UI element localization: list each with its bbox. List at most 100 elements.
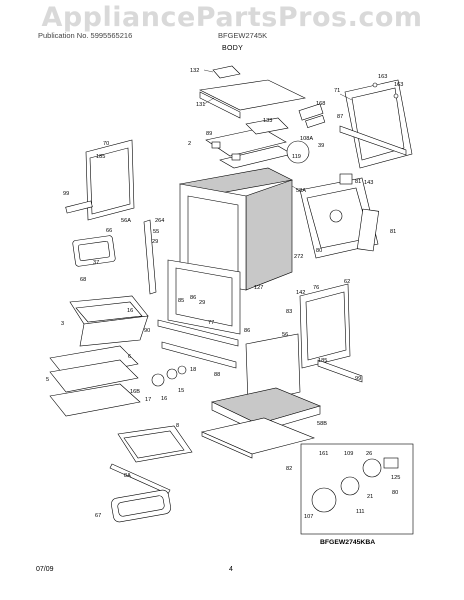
watermark: AppliancePartsPros.com (41, 2, 423, 33)
callout-264: 264 (155, 218, 164, 224)
callout-88: 88 (214, 372, 220, 378)
callout-21: 21 (367, 494, 373, 500)
door-frame (167, 259, 241, 335)
callout-80: 80 (392, 490, 398, 496)
right-lower-panel (299, 283, 351, 369)
callout-81: 81 (390, 229, 396, 235)
top-panel-assembly (199, 65, 306, 119)
callout-37: 37 (93, 260, 99, 266)
bottom-trim (157, 319, 239, 369)
oven-top-brackets (205, 117, 293, 169)
callout-163: 163 (394, 82, 403, 88)
fan-components (151, 365, 187, 387)
callout-16B: 16B (130, 389, 140, 395)
callout-127: 127 (254, 285, 263, 291)
callout-142: 142 (296, 290, 305, 296)
callout-5: 5 (46, 377, 49, 383)
callout-66: 66 (106, 228, 112, 234)
callout-163: 163 (378, 74, 387, 80)
callout-6: 6 (128, 354, 131, 360)
back-panel (339, 79, 413, 169)
rear-wall-panel (245, 333, 301, 405)
callout-76: 76 (313, 285, 319, 291)
callout-125: 125 (391, 475, 400, 481)
callout-8A: 8A (124, 473, 131, 479)
callout-87: 87 (337, 114, 343, 120)
callout-56A: 56A (121, 218, 131, 224)
callout-77: 77 (208, 320, 214, 326)
callout-71: 71 (334, 88, 340, 94)
footer-date: 07/09 (36, 566, 54, 573)
broiler-pan (69, 295, 149, 347)
callout-62: 62 (344, 279, 350, 285)
callout-168: 168 (316, 101, 325, 107)
circled-callout-119 (286, 140, 310, 164)
callout-85: 85 (178, 298, 184, 304)
callout-labels: 1321631631317116887133892108A39119185705… (46, 68, 403, 520)
callout-68: 68 (80, 277, 86, 283)
callout-132: 132 (190, 68, 199, 74)
callout-18: 18 (190, 367, 196, 373)
callout-272: 272 (294, 254, 303, 260)
callout-70: 70 (103, 141, 109, 147)
callout-2: 2 (188, 141, 191, 147)
callout-90: 90 (144, 328, 150, 334)
callout-29: 29 (152, 239, 158, 245)
callout-55: 55 (153, 229, 159, 235)
callout-26: 26 (366, 451, 372, 457)
callout-161: 161 (319, 451, 328, 457)
callout-3: 3 (61, 321, 64, 327)
callout-185: 185 (318, 358, 327, 364)
publication-number: Publication No. 5995565216 (38, 31, 133, 40)
model-number: BFGEW2745K (218, 31, 268, 40)
callout-58B: 58B (317, 421, 327, 427)
callout-58A: 58A (296, 188, 306, 194)
callout-29: 29 (199, 300, 205, 306)
callout-82: 82 (286, 466, 292, 472)
callout-108A: 108A (300, 136, 313, 142)
section-title: BODY (222, 45, 244, 52)
callout-99: 99 (63, 191, 69, 197)
bottom-tray (201, 417, 315, 459)
callout-131: 131 (196, 102, 205, 108)
callout-39: 39 (318, 143, 324, 149)
door-hinge-strip (109, 463, 171, 495)
callout-83: 83 (286, 309, 292, 315)
callout-185: 185 (96, 154, 105, 160)
callout-89: 89 (206, 131, 212, 137)
callout-111: 111 (356, 509, 365, 515)
door-glass (117, 425, 193, 463)
convection-fan-inset (300, 443, 414, 535)
right-side-panel (299, 173, 380, 259)
callout-81: 81 (355, 179, 361, 185)
rear-bracket (339, 125, 407, 156)
bottom-bracket (317, 359, 363, 383)
callout-80: 80 (316, 248, 322, 254)
callout-133: 133 (263, 118, 272, 124)
callout-15: 15 (178, 388, 184, 394)
bake-element (72, 235, 116, 267)
callout-16: 16 (161, 396, 167, 402)
reference-code: BFGEW2745KBA (320, 539, 375, 546)
callout-16: 16 (127, 308, 133, 314)
oven-cavity (179, 167, 303, 291)
left-side-panel (65, 139, 135, 221)
callout-67: 67 (95, 513, 101, 519)
callout-86: 86 (190, 295, 196, 301)
callout-109: 109 (344, 451, 353, 457)
broil-element (111, 489, 171, 523)
oven-racks (49, 345, 141, 417)
callout-107: 107 (304, 514, 313, 520)
callout-17: 17 (145, 397, 151, 403)
side-rail-left (143, 219, 157, 295)
callout-99: 99 (355, 376, 361, 382)
callout-8: 8 (176, 423, 179, 429)
callout-86: 86 (244, 328, 250, 334)
control-bracket (298, 103, 326, 128)
callout-56: 56 (282, 332, 288, 338)
callout-119: 119 (292, 154, 301, 160)
callout-143: 143 (364, 180, 373, 186)
page-number: 4 (229, 566, 233, 573)
